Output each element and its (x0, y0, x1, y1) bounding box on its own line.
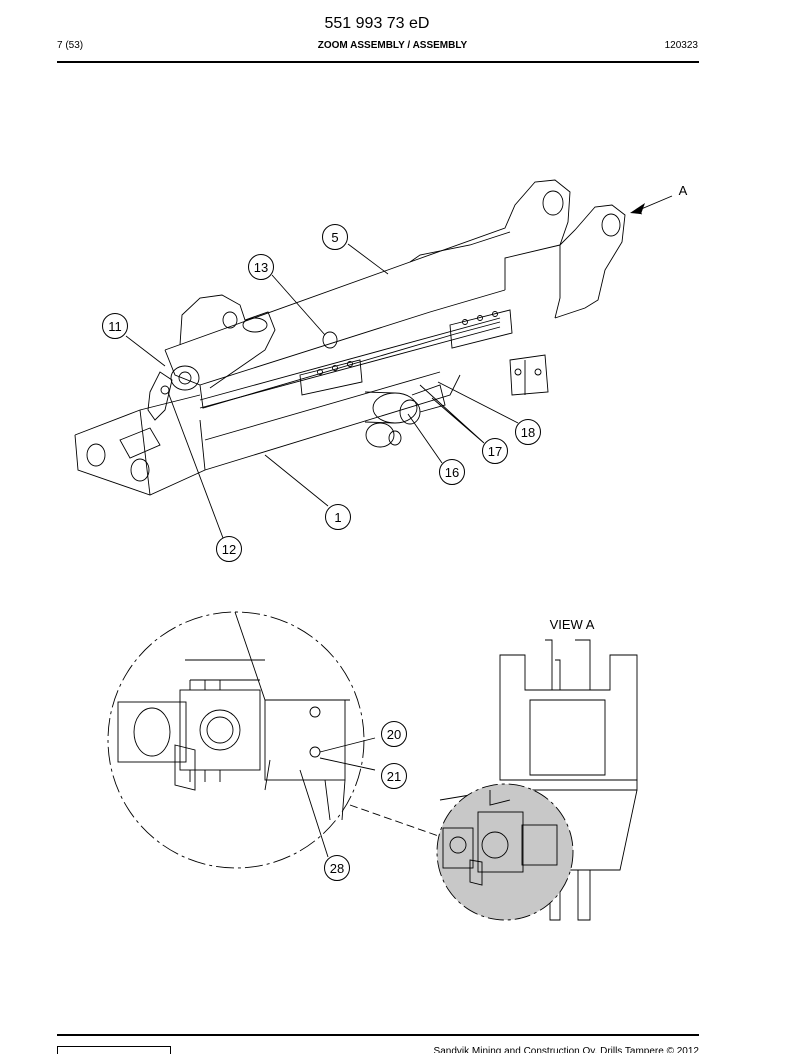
detail-view-circle (107, 611, 365, 869)
callout-18: 18 (515, 419, 541, 445)
document-number: 551 993 73 eD (324, 15, 430, 32)
svg-text:1: 1 (334, 510, 341, 525)
callout-16: 16 (439, 459, 465, 485)
callout-20: 20 (381, 721, 407, 747)
callout-21: 21 (381, 763, 407, 789)
view-a-label: VIEW A (550, 617, 595, 632)
callout-17: 17 (482, 438, 508, 464)
svg-text:11: 11 (108, 319, 122, 334)
boom-upper-beam (164, 179, 626, 409)
svg-text:12: 12 (222, 542, 236, 557)
boom-upper-bracket (179, 294, 338, 389)
callout-12: 12 (216, 536, 242, 562)
svg-text:28: 28 (330, 861, 344, 876)
view-a-drawing (436, 639, 638, 921)
callout-28: 28 (324, 855, 350, 881)
callouts: 5 13 11 18 17 16 1 12 20 21 28 (102, 224, 541, 881)
side-valve (509, 354, 549, 396)
svg-text:17: 17 (488, 444, 502, 459)
svg-text:18: 18 (521, 425, 535, 440)
svg-text:13: 13 (254, 260, 268, 275)
section-title: ZOOM ASSEMBLY / ASSEMBLY (317, 40, 468, 51)
svg-text:5: 5 (331, 230, 338, 245)
end-fitting-left (147, 365, 200, 421)
svg-text:20: 20 (387, 727, 401, 742)
boom-rail (199, 309, 513, 409)
callout-11: 11 (102, 313, 128, 339)
view-marker-label: A (679, 183, 688, 198)
callout-13: 13 (248, 254, 274, 280)
document-code: 120323 (664, 40, 698, 51)
svg-text:16: 16 (445, 465, 459, 480)
callout-5: 5 (322, 224, 348, 250)
boom-lower-beam (74, 371, 461, 496)
view-a-arrow (630, 203, 645, 214)
header-rule (57, 61, 699, 63)
sandvik-logo (57, 1046, 171, 1054)
svg-text:21: 21 (387, 769, 401, 784)
header-row: 7 (53) ZOOM ASSEMBLY / ASSEMBLY 120323 (57, 40, 698, 54)
callout-1: 1 (325, 504, 351, 530)
page-number: 7 (53) (57, 40, 84, 51)
footer-rule (57, 1034, 699, 1036)
footer-copyright: Sandvik Mining and Construction Oy, Dril… (433, 1046, 699, 1053)
cylinder-assembly (364, 384, 446, 448)
